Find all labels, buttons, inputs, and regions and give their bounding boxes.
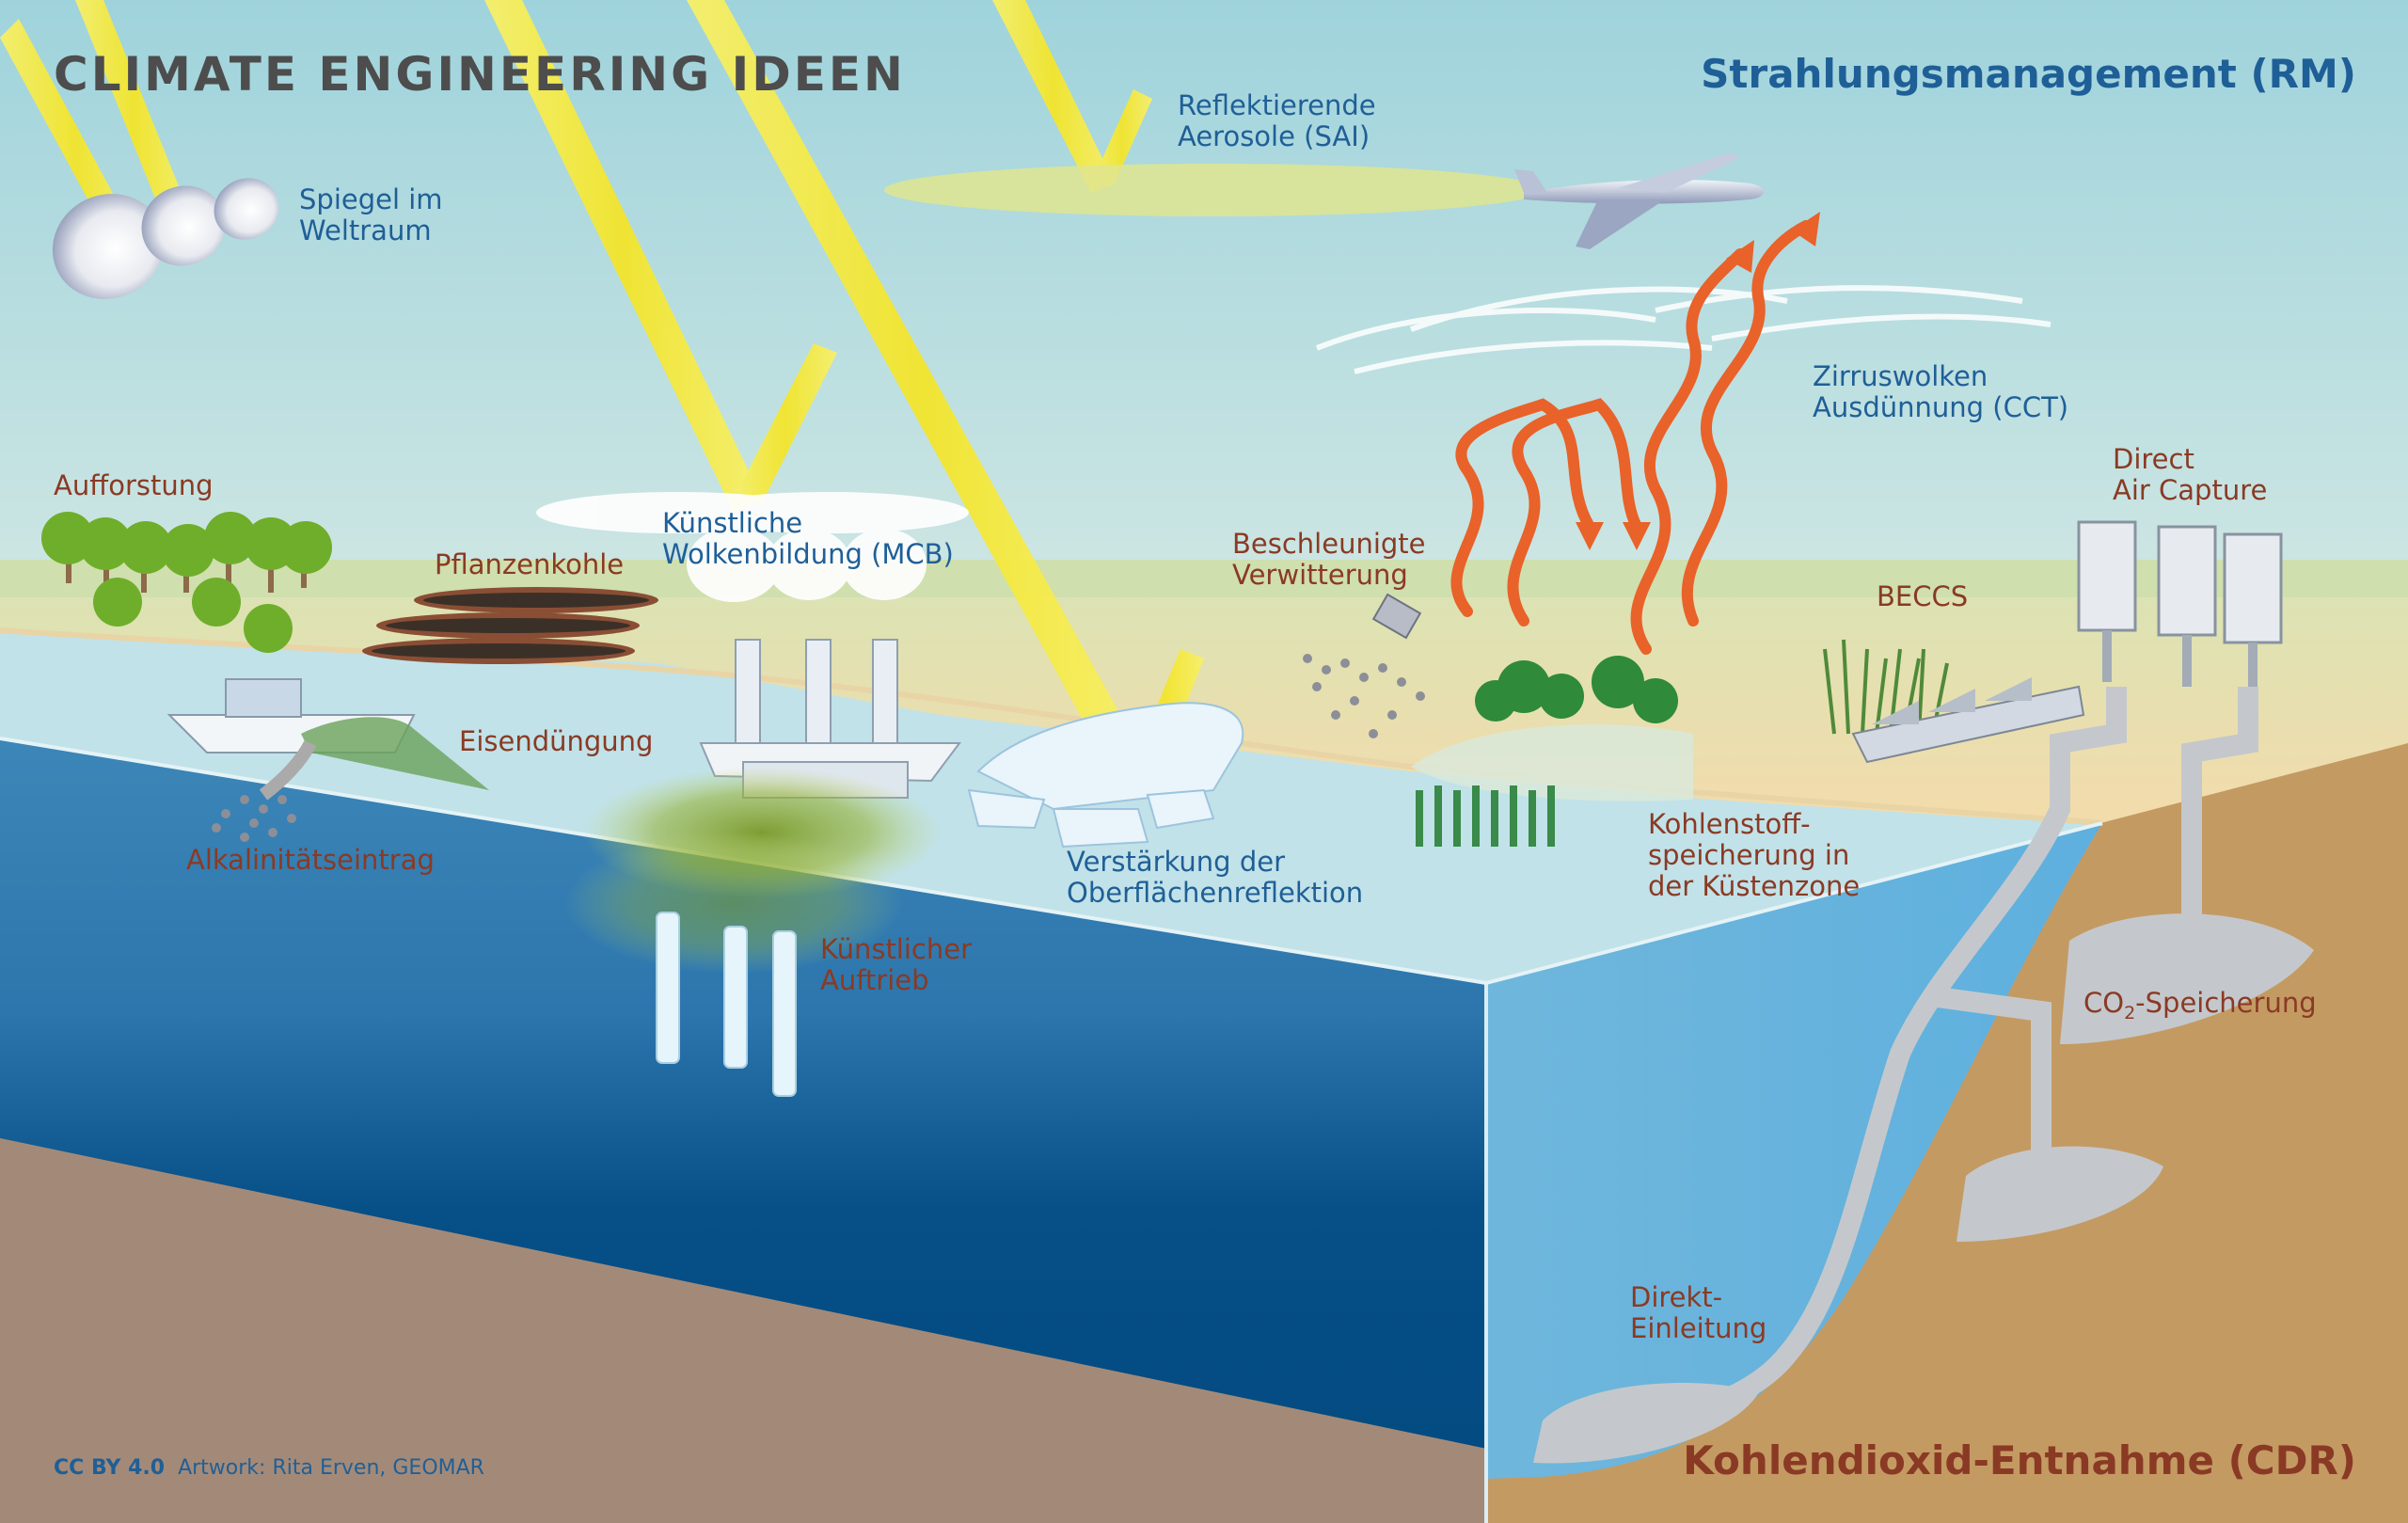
label-beccs: BECCS bbox=[1877, 580, 1969, 612]
label-direkt: Direkt- Einleitung bbox=[1630, 1281, 1767, 1344]
label-spiegel: Spiegel im Weltraum bbox=[299, 183, 443, 246]
ray-sai-reflect bbox=[1091, 89, 1152, 183]
biochar-rows bbox=[362, 587, 658, 664]
airplane-icon bbox=[1514, 152, 1764, 249]
factory-icon bbox=[1851, 677, 2085, 764]
space-mirror-icon bbox=[52, 178, 279, 299]
label-co2-speicherung: CO2-Speicherung bbox=[2083, 988, 2317, 1029]
aerosol-layer bbox=[884, 164, 1543, 216]
label-verwitterung: Beschleunigte Verwitterung bbox=[1232, 528, 1426, 591]
section-top-edge-right bbox=[1485, 821, 2103, 985]
mcb-cloud bbox=[536, 492, 969, 602]
dac-panel-icon bbox=[2077, 520, 2283, 694]
label-mcb: Künstliche Wolkenbildung (MCB) bbox=[662, 507, 954, 570]
sun-rays bbox=[0, 0, 1204, 795]
weathering-icon bbox=[1303, 593, 1425, 738]
ocean-bottom-fill bbox=[0, 1138, 1486, 1523]
label-kuestenzone: Kohlenstoff- speicherung in der Küstenzo… bbox=[1648, 808, 1861, 902]
credit-artwork: Artwork: Rita Erven, GEOMAR bbox=[178, 1456, 484, 1480]
label-alkalinitaet: Alkalinitätseintrag bbox=[186, 844, 435, 876]
heat-arrows bbox=[1450, 220, 1812, 655]
deep-ocean bbox=[0, 738, 1486, 1523]
label-cct: Zirruswolken Ausdünnung (CCT) bbox=[1813, 360, 2069, 423]
label-sai: Reflektierende Aerosole (SAI) bbox=[1178, 89, 1376, 152]
pipe-icon bbox=[656, 912, 797, 1097]
label-dac: Direct Air Capture bbox=[2113, 443, 2268, 506]
co2-main: CO bbox=[2083, 987, 2125, 1019]
category-rm-heading: Strahlungsmanagement (RM) bbox=[1701, 51, 2356, 97]
ray-mirror-2 bbox=[75, 0, 193, 233]
cirrus-clouds bbox=[1315, 285, 2052, 374]
label-aufforstung: Aufforstung bbox=[54, 469, 214, 501]
credit-license: CC BY 4.0 bbox=[54, 1456, 166, 1480]
sky bbox=[0, 0, 2408, 583]
ray-mcb bbox=[484, 0, 762, 513]
label-eisenduengung: Eisendüngung bbox=[459, 725, 654, 757]
co2-rest: -Speicherung bbox=[2135, 987, 2317, 1019]
co2-sub: 2 bbox=[2124, 1002, 2136, 1023]
ice-icon bbox=[967, 702, 1244, 849]
upwelling-glow bbox=[564, 833, 903, 974]
alkalinity-particles bbox=[212, 795, 296, 842]
ray-ice bbox=[687, 0, 1157, 795]
label-reflektion: Verstärkung der Oberflächenreflektion bbox=[1067, 846, 1364, 909]
ship-icon bbox=[166, 678, 489, 801]
ray-sai bbox=[992, 0, 1115, 193]
ray-mcb-reflect bbox=[734, 343, 837, 503]
tree-icon bbox=[41, 512, 332, 653]
coastal-zone-icon bbox=[1411, 656, 1693, 847]
label-auftrieb: Künstlicher Auftrieb bbox=[820, 933, 973, 996]
heat-arrow-heads bbox=[1576, 212, 1820, 550]
land-green bbox=[0, 560, 2408, 597]
credit: CC BY 4.0 Artwork: Rita Erven, GEOMAR bbox=[54, 1456, 484, 1480]
label-pflanzenkohle: Pflanzenkohle bbox=[435, 548, 625, 580]
category-cdr-heading: Kohlendioxid-Entnahme (CDR) bbox=[1683, 1437, 2356, 1483]
co2-storage bbox=[1533, 913, 2314, 1464]
page-title: CLIMATE ENGINEERING IDEEN bbox=[54, 47, 906, 102]
